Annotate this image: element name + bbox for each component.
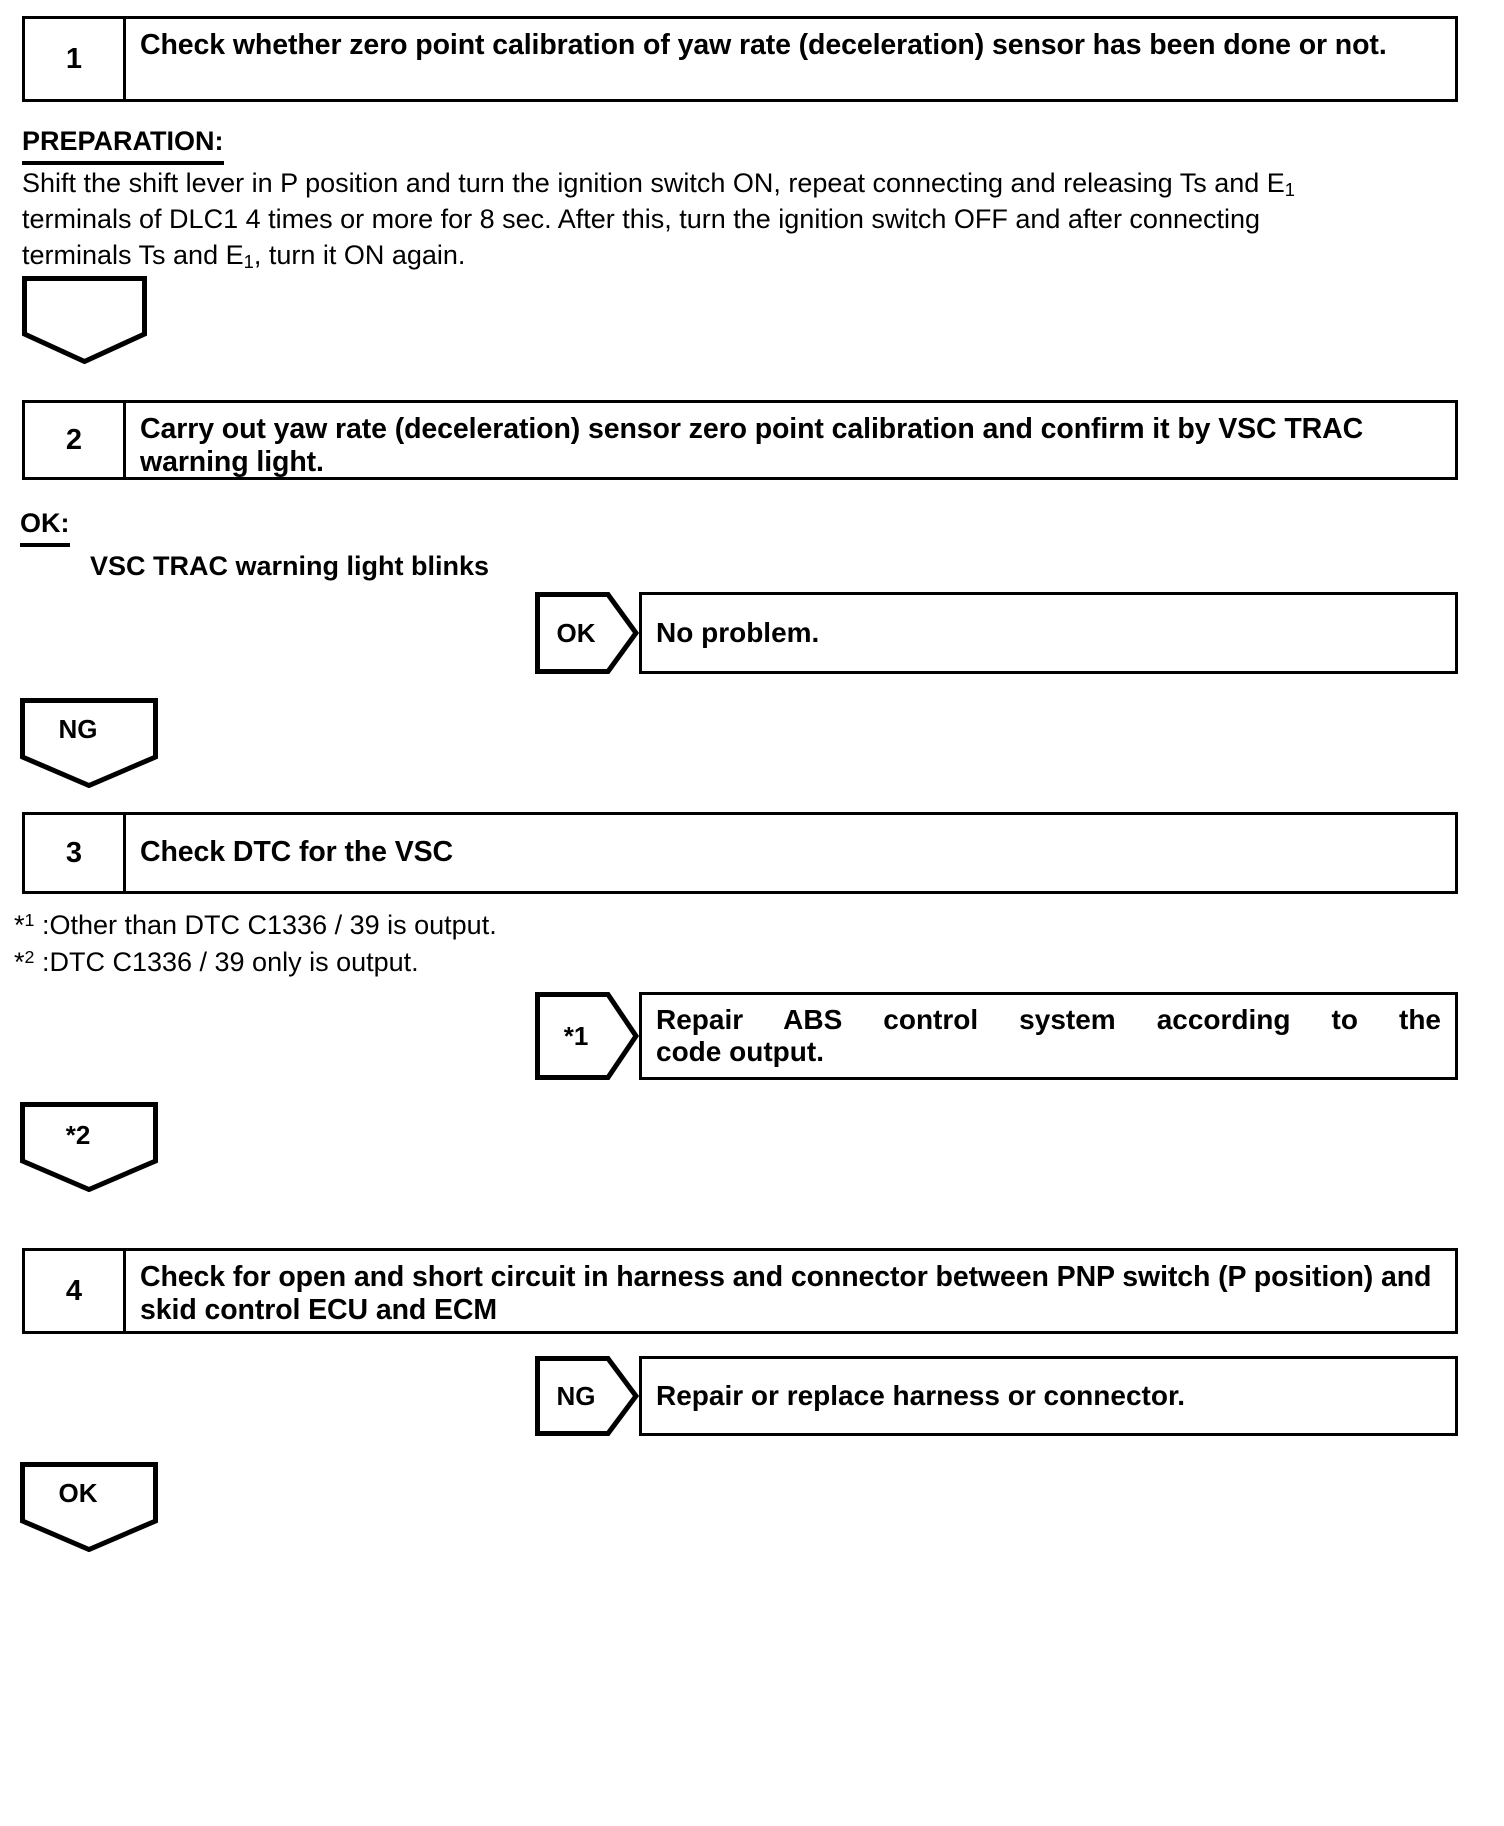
down-arrow-ng-after-step2: NG xyxy=(20,698,158,788)
preparation-line-2: terminals of DLC1 4 times or more for 8 … xyxy=(22,204,1261,235)
branch-tag-ok: OK xyxy=(535,592,639,674)
footnote-2-text: :DTC C1336 / 39 only is output. xyxy=(41,947,419,977)
step-box-4: 4 Check for open and short circuit in ha… xyxy=(22,1248,1458,1334)
branch-tag-ok-label: OK xyxy=(556,618,596,648)
footnote-2: *2 :DTC C1336 / 39 only is output. xyxy=(14,945,419,981)
ok-criteria-value: VSC TRAC warning light blinks xyxy=(90,551,490,581)
preparation-line-3: terminals Ts and E1, turn it ON again. xyxy=(22,239,466,272)
branch-result-repair-harness: Repair or replace harness or connector. xyxy=(639,1356,1458,1436)
step-box-1: 1 Check whether zero point calibration o… xyxy=(22,16,1458,102)
step-number-1: 1 xyxy=(25,19,126,99)
down-arrow-ok-after-step4: OK xyxy=(20,1462,158,1552)
branch-ng-repair-harness: NG Repair or replace harness or connecto… xyxy=(535,1356,1458,1436)
branch-result-no-problem-text: No problem. xyxy=(656,616,820,648)
ok-criteria-heading-label: OK: xyxy=(20,506,70,547)
footnote-1-text: :Other than DTC C1336 / 39 is output. xyxy=(41,910,497,940)
step-text-4: Check for open and short circuit in harn… xyxy=(140,1261,1432,1327)
ok-criteria-heading: OK: xyxy=(20,506,70,547)
down-arrow-star2-after-step3: *2 xyxy=(20,1102,158,1192)
branch-star1-repair-abs: *1 Repair ABS control system according t… xyxy=(535,992,1458,1080)
branch-ok-no-problem: OK No problem. xyxy=(535,592,1458,674)
step-box-2: 2 Carry out yaw rate (deceleration) sens… xyxy=(22,400,1458,480)
footnote-2-marker: * xyxy=(14,947,25,977)
down-arrow-after-step1 xyxy=(22,276,147,364)
footnote-1-superscript: 1 xyxy=(24,909,35,930)
step-text-2: Carry out yaw rate (deceleration) sensor… xyxy=(140,413,1364,479)
branch-result-repair-abs: Repair ABS control system according to t… xyxy=(639,992,1458,1080)
footnote-1-marker: * xyxy=(14,910,25,940)
branch-tag-ng-label: NG xyxy=(556,1381,596,1411)
footnote-1: *1 :Other than DTC C1336 / 39 is output. xyxy=(14,908,497,944)
preparation-heading: PREPARATION: xyxy=(22,124,224,165)
preparation-heading-label: PREPARATION: xyxy=(22,124,224,165)
step-text-1: Check whether zero point calibration of … xyxy=(140,29,1387,61)
step-number-4: 4 xyxy=(25,1251,126,1331)
branch-result-no-problem: No problem. xyxy=(639,592,1458,674)
branch-result-repair-abs-line1: Repair ABS control system according to t… xyxy=(656,1003,1441,1035)
preparation-line-1: Shift the shift lever in P position and … xyxy=(22,168,1295,201)
step-box-3: 3 Check DTC for the VSC xyxy=(22,812,1458,894)
branch-result-repair-harness-text: Repair or replace harness or connector. xyxy=(656,1379,1186,1411)
branch-tag-star1: *1 xyxy=(535,992,639,1080)
footnote-2-superscript: 2 xyxy=(24,946,35,967)
branch-tag-ng: NG xyxy=(535,1356,639,1436)
step-number-2: 2 xyxy=(25,403,126,477)
preparation-body: Shift the shift lever in P position and … xyxy=(22,166,1482,274)
branch-result-repair-abs-text: Repair ABS control system according to t… xyxy=(656,1004,1441,1069)
branch-result-repair-abs-line2: code output. xyxy=(656,1036,824,1067)
branch-tag-star1-label: *1 xyxy=(563,1021,589,1051)
step-number-3: 3 xyxy=(25,815,126,891)
step-text-3: Check DTC for the VSC xyxy=(140,836,454,869)
